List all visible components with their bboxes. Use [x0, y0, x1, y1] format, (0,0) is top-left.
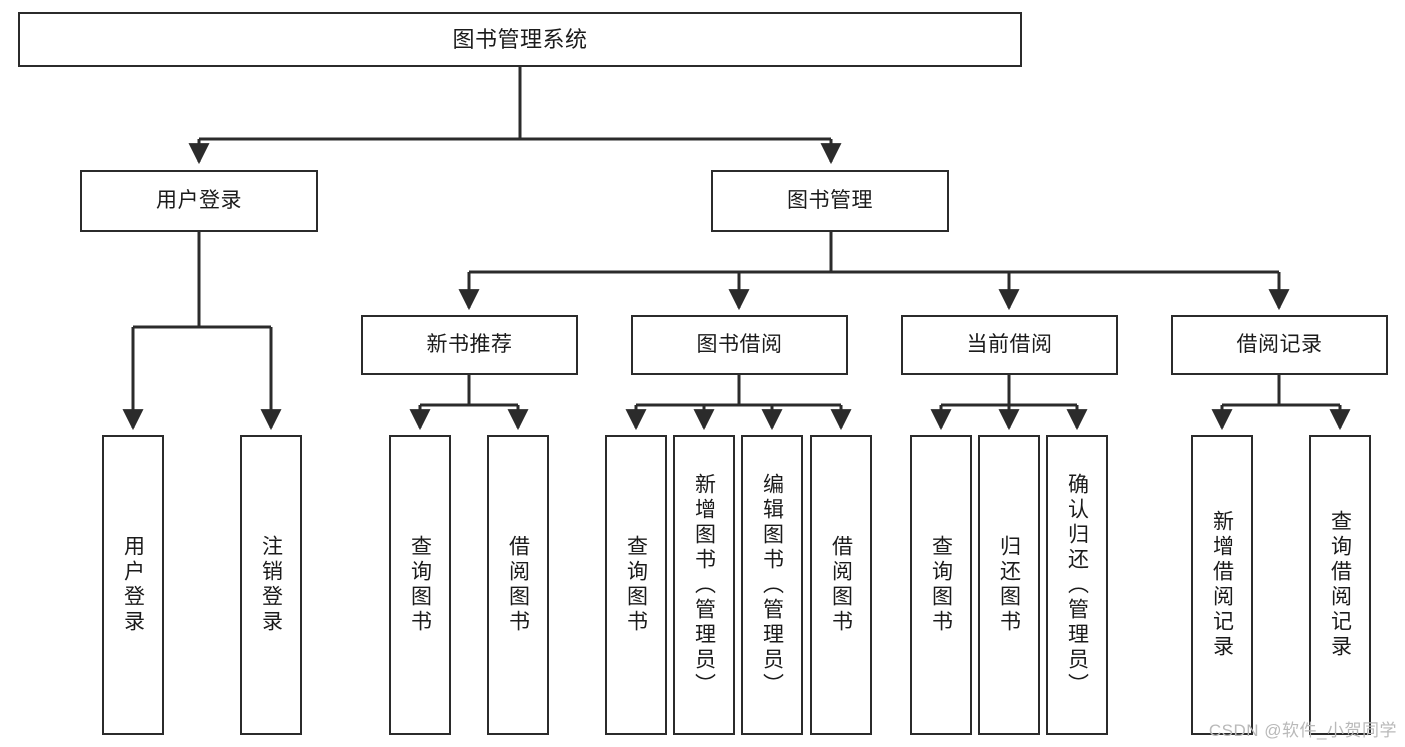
node-book-borrow-label: 图书借阅: [696, 332, 783, 356]
node-borrow-record[interactable]: 借阅记录: [1171, 315, 1388, 375]
node-book-management-label: 图书管理: [787, 188, 873, 212]
node-leaf-query-book-1[interactable]: 查询图书: [389, 435, 451, 735]
node-leaf-confirm-return[interactable]: 确认归还（管理员）: [1046, 435, 1108, 735]
node-new-book-recommend-label: 新书推荐: [426, 332, 513, 356]
node-leaf-confirm-return-label: 确认归还（管理员）: [1065, 472, 1089, 698]
node-leaf-add-book[interactable]: 新增图书（管理员）: [673, 435, 735, 735]
node-leaf-edit-book[interactable]: 编辑图书（管理员）: [741, 435, 803, 735]
node-leaf-user-login[interactable]: 用户登录: [102, 435, 164, 735]
node-new-book-recommend[interactable]: 新书推荐: [361, 315, 578, 375]
node-current-borrow[interactable]: 当前借阅: [901, 315, 1118, 375]
node-borrow-record-label: 借阅记录: [1236, 332, 1323, 356]
node-book-management[interactable]: 图书管理: [711, 170, 949, 232]
node-leaf-query-book-2[interactable]: 查询图书: [605, 435, 667, 735]
node-leaf-borrow-book-1[interactable]: 借阅图书: [487, 435, 549, 735]
node-leaf-user-login-label: 用户登录: [121, 535, 145, 635]
node-leaf-borrow-book-1-label: 借阅图书: [506, 535, 530, 635]
node-user-login-label: 用户登录: [156, 188, 242, 212]
node-leaf-user-logout[interactable]: 注销登录: [240, 435, 302, 735]
node-leaf-add-record[interactable]: 新增借阅记录: [1191, 435, 1253, 735]
node-current-borrow-label: 当前借阅: [966, 332, 1053, 356]
node-leaf-edit-book-label: 编辑图书（管理员）: [760, 472, 784, 698]
node-user-login[interactable]: 用户登录: [80, 170, 318, 232]
node-leaf-user-logout-label: 注销登录: [259, 535, 283, 635]
node-root[interactable]: 图书管理系统: [18, 12, 1022, 67]
node-leaf-query-book-1-label: 查询图书: [408, 535, 432, 635]
node-leaf-return-book[interactable]: 归还图书: [978, 435, 1040, 735]
node-leaf-query-book-2-label: 查询图书: [624, 535, 648, 635]
watermark-text: CSDN @软件_小贺同学: [1208, 721, 1397, 740]
node-leaf-query-book-3-label: 查询图书: [929, 535, 953, 635]
node-book-borrow[interactable]: 图书借阅: [631, 315, 848, 375]
node-leaf-query-record-label: 查询借阅记录: [1328, 510, 1352, 660]
node-leaf-add-record-label: 新增借阅记录: [1210, 510, 1234, 660]
node-root-label: 图书管理系统: [452, 26, 588, 52]
node-leaf-add-book-label: 新增图书（管理员）: [692, 472, 716, 698]
node-leaf-query-record[interactable]: 查询借阅记录: [1309, 435, 1371, 735]
node-leaf-query-book-3[interactable]: 查询图书: [910, 435, 972, 735]
node-leaf-borrow-book-2-label: 借阅图书: [829, 535, 853, 635]
node-leaf-borrow-book-2[interactable]: 借阅图书: [810, 435, 872, 735]
node-leaf-return-book-label: 归还图书: [997, 535, 1021, 635]
